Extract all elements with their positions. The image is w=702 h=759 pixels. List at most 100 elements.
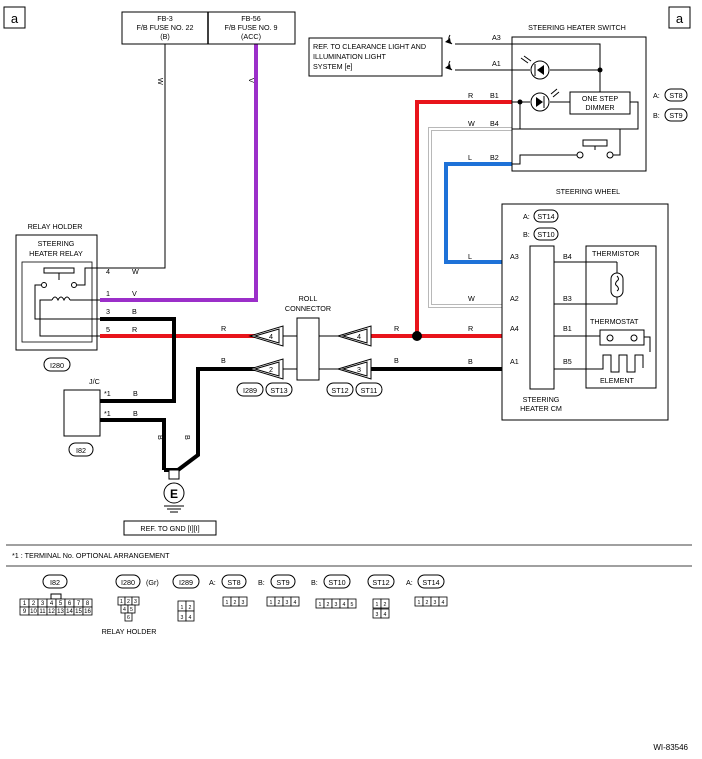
- svg-text:B: B: [133, 409, 138, 418]
- ground-symbol: B B E REF. TO GND [I][I]: [123, 435, 217, 536]
- i82-pin-number: 2: [32, 601, 36, 607]
- svg-text:RELAY HOLDER: RELAY HOLDER: [28, 222, 83, 231]
- svg-text:B1: B1: [490, 91, 499, 100]
- svg-text:REF. TO GND [I][I]: REF. TO GND [I][I]: [140, 524, 199, 533]
- i280-pin-cell: [124, 612, 133, 622]
- i280-pin-number: 3: [134, 599, 137, 605]
- st9-pin-number: 4: [294, 600, 297, 606]
- i280-pin-number: 2: [127, 599, 130, 605]
- st8-pin-number: 3: [242, 600, 245, 606]
- i82-pin-number: 14: [66, 609, 73, 615]
- svg-text:F/B FUSE NO. 22: F/B FUSE NO. 22: [136, 23, 193, 32]
- i289-pin-number: 2: [189, 605, 192, 611]
- svg-text:R: R: [394, 324, 399, 333]
- svg-text:B3: B3: [563, 294, 572, 303]
- svg-text:ST9: ST9: [669, 111, 682, 120]
- svg-text:ST10: ST10: [328, 578, 345, 587]
- svg-text:L: L: [468, 252, 472, 261]
- svg-text:RELAY HOLDER: RELAY HOLDER: [102, 627, 157, 636]
- svg-text:HEATER RELAY: HEATER RELAY: [29, 249, 83, 258]
- svg-text:STEERING HEATER SWITCH: STEERING HEATER SWITCH: [528, 23, 626, 32]
- st10-pin-number: 4: [343, 602, 346, 608]
- svg-text:ST14: ST14: [537, 212, 554, 221]
- svg-text:4: 4: [106, 267, 110, 276]
- svg-text:a: a: [676, 11, 684, 26]
- st12-pin-number: 2: [384, 602, 387, 608]
- svg-text:B: B: [156, 435, 165, 440]
- svg-text:ST13: ST13: [270, 386, 287, 395]
- svg-text:B:: B:: [523, 230, 530, 239]
- svg-text:*1: *1: [104, 389, 111, 398]
- svg-text:J/C: J/C: [89, 377, 100, 386]
- i82-pin-number: 12: [48, 609, 55, 615]
- wire-black-jc: [100, 418, 166, 470]
- svg-text:(Gr): (Gr): [146, 578, 159, 587]
- i82-pin-cell: [82, 606, 93, 616]
- i289-pin-cell: [185, 610, 195, 622]
- svg-text:FB-3: FB-3: [157, 14, 173, 23]
- svg-text:STEERING: STEERING: [523, 395, 560, 404]
- svg-text:1: 1: [106, 289, 110, 298]
- svg-text:B2: B2: [490, 153, 499, 162]
- svg-text:I280: I280: [121, 578, 135, 587]
- st9-pin-number: 3: [286, 600, 289, 606]
- svg-text:4: 4: [269, 332, 273, 341]
- joint-connector: J/C *1 *1 B B I82: [63, 377, 138, 457]
- st14-pin-number: 2: [426, 600, 429, 606]
- wire-black-relay: [100, 317, 176, 403]
- i280-pin-number: 1: [120, 599, 123, 605]
- svg-text:A3: A3: [492, 33, 501, 42]
- svg-text:ST8: ST8: [669, 91, 682, 100]
- st10-pin-number: 2: [327, 602, 330, 608]
- svg-text:2: 2: [269, 365, 273, 374]
- st12-pin-number: 1: [376, 602, 379, 608]
- svg-text:B:: B:: [311, 578, 318, 587]
- svg-text:R: R: [132, 325, 137, 334]
- st9-pin-number: 1: [270, 600, 273, 606]
- wire-label-w-fuse: W: [156, 78, 165, 85]
- st12-pin-number: 4: [384, 612, 387, 618]
- i82-pin-number: 3: [41, 601, 45, 607]
- svg-text:V: V: [132, 289, 137, 298]
- svg-text:ST12: ST12: [372, 578, 389, 587]
- svg-text:B: B: [183, 435, 192, 440]
- wire-violet-fuse: [100, 42, 258, 302]
- svg-text:B:: B:: [653, 111, 660, 120]
- page-ref-left: a: [3, 6, 26, 29]
- svg-text:DIMMER: DIMMER: [585, 103, 614, 112]
- svg-text:REF. TO CLEARANCE LIGHT AND: REF. TO CLEARANCE LIGHT AND: [313, 42, 426, 51]
- svg-text:ST9: ST9: [276, 578, 289, 587]
- svg-text:R: R: [468, 324, 473, 333]
- wire-label-v-fuse: V: [247, 78, 256, 83]
- relay-holder: RELAY HOLDER STEERING HEATER RELAY 4 1 3…: [15, 222, 139, 372]
- st8-pin-cell: [238, 596, 248, 607]
- i82-pin-number: 11: [39, 609, 46, 615]
- i82-pin-number: 5: [59, 601, 63, 607]
- svg-text:B: B: [221, 356, 226, 365]
- svg-text:ST8: ST8: [227, 578, 240, 587]
- wire-label-w-switch: W: [468, 119, 475, 128]
- svg-text:B4: B4: [563, 252, 572, 261]
- st12-pin-cell: [380, 598, 390, 609]
- st8-pin-number: 2: [234, 600, 237, 606]
- wire-red-switch: [415, 100, 512, 336]
- svg-text:A4: A4: [510, 324, 519, 333]
- wire-label-r-switch: R: [468, 91, 473, 100]
- i280-pin-number: 5: [130, 607, 133, 613]
- clearance-arrows: A3 A1: [445, 33, 512, 71]
- svg-text:I82: I82: [76, 446, 86, 455]
- svg-text:B: B: [133, 389, 138, 398]
- page-ref-right: a: [668, 6, 691, 29]
- i82-pin-number: 1: [23, 601, 27, 607]
- st10-pin-number: 1: [319, 602, 322, 608]
- i289-pin-number: 3: [181, 615, 184, 621]
- svg-text:3: 3: [106, 307, 110, 316]
- svg-text:I82: I82: [50, 578, 60, 587]
- st14-pin-number: 3: [434, 600, 437, 606]
- wire-blue: [444, 162, 530, 264]
